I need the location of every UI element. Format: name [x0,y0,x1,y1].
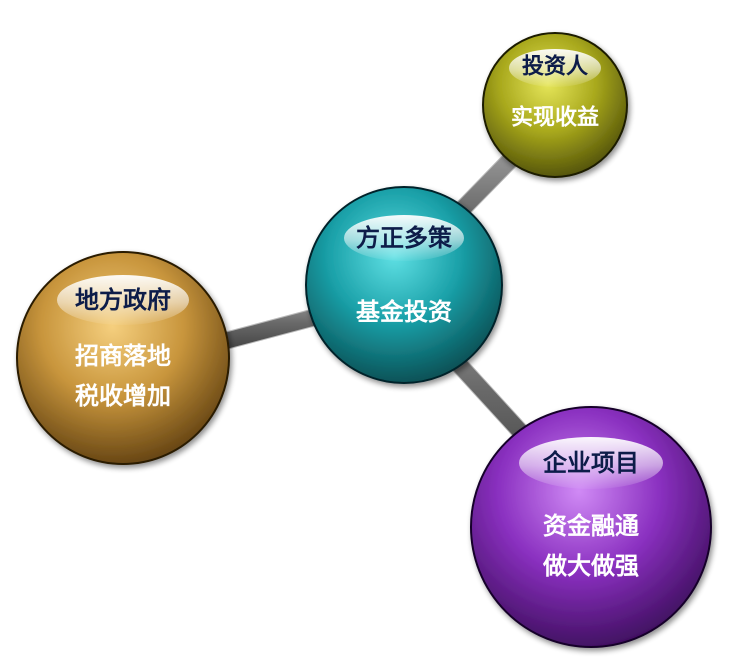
node-enterprise-highlight [519,437,663,489]
node-government-title: 地方政府 [75,286,171,314]
node-enterprise: 企业项目 资金融通 做大做强 [470,406,712,648]
node-government-line-2: 税收增加 [75,382,171,410]
node-enterprise-line-2: 做大做强 [542,552,639,580]
node-investor-title: 投资人 [522,55,588,80]
node-center-line-1: 基金投资 [356,298,452,326]
node-investor-highlight [509,49,601,87]
node-enterprise-title: 企业项目 [543,449,639,477]
node-enterprise-line-1: 资金融通 [543,512,639,540]
node-government-highlight [57,275,189,325]
node-investor: 投资人 实现收益 [482,32,628,178]
node-government-line-1: 招商落地 [75,342,171,370]
node-investor-line-1: 实现收益 [511,105,599,131]
node-government: 地方政府 招商落地 税收增加 [16,251,230,465]
node-center-highlight [344,215,464,261]
node-center: 方正多策 基金投资 [305,186,503,384]
node-center-title: 方正多策 [356,224,453,252]
